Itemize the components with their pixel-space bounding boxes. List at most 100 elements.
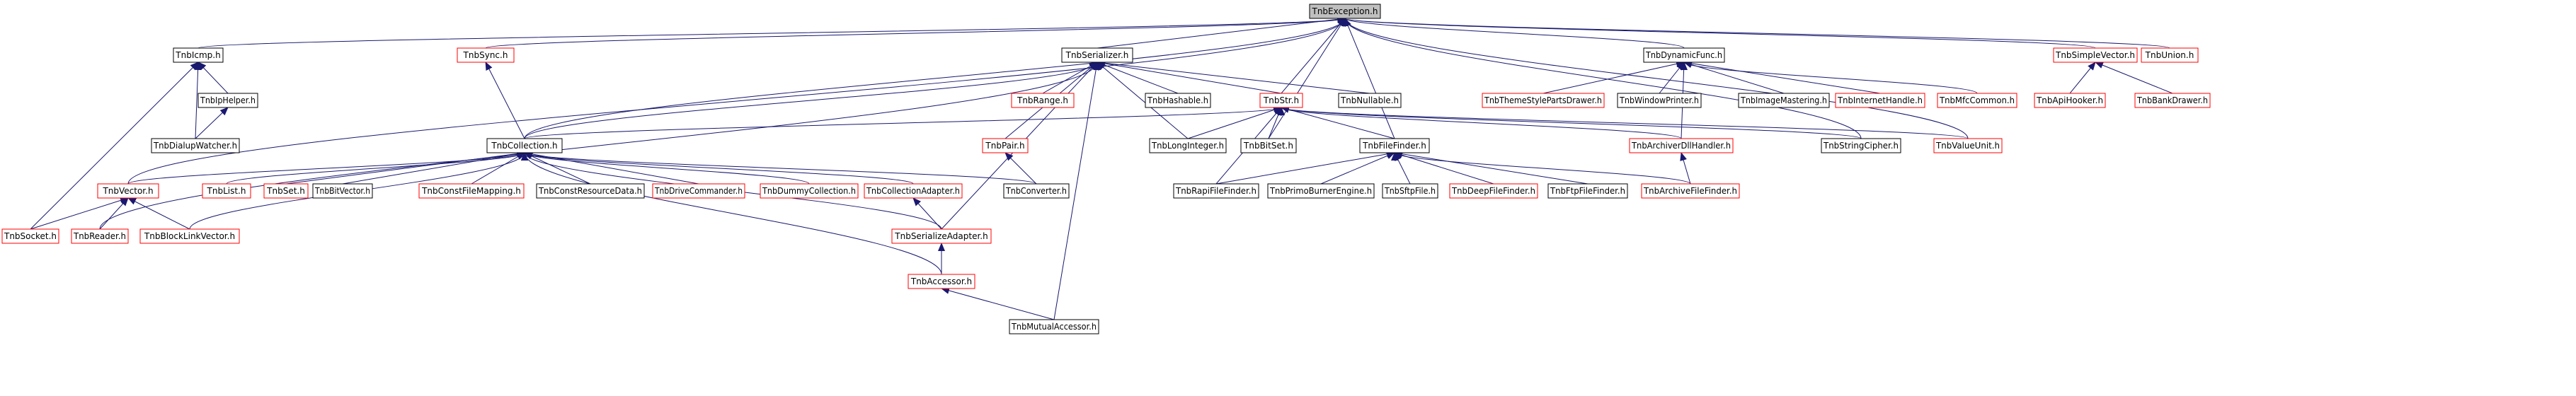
node-stringcipher-box (1821, 138, 1901, 153)
node-longinteger-box (1149, 138, 1227, 153)
node-archivedllhandler[interactable]: TnbArchiverDllHandler.h (1629, 138, 1734, 153)
node-constfilemapping[interactable]: TnbConstFileMapping.h (418, 183, 525, 199)
edge-socket-to-icmp (30, 62, 199, 230)
node-sftpfile-box (1382, 183, 1438, 199)
node-serializeadapter-label: TnbSerializeAdapter.h (894, 231, 988, 241)
edge-longinteger-to-serializer (1097, 62, 1189, 139)
node-archivefilefinder-label: TnbArchiveFileFinder.h (1643, 186, 1737, 196)
edge-hashable-to-serializer (1097, 62, 1179, 94)
edge-imagemastering-to-dynamicfunc (1683, 61, 1785, 94)
node-mfccommon-label: TnbMfcCommon.h (1939, 95, 2015, 105)
node-reader-label: TnbReader.h (73, 231, 126, 241)
edge-stringcipher-to-exception (1341, 18, 1862, 139)
node-constresourcedata[interactable]: TnbConstResourceData.h (536, 183, 645, 199)
node-constresourcedata-box (536, 183, 645, 199)
edge-mutualaccessor-to-serializer (1053, 62, 1100, 320)
edge-sync-to-exception (485, 18, 1349, 49)
node-valueunit[interactable]: TnbValueUnit.h (1933, 138, 2003, 153)
node-str[interactable]: TnbStr.h (1259, 93, 1303, 108)
node-collectionadapter[interactable]: TnbCollectionAdapter.h (864, 183, 963, 199)
node-imagemastering[interactable]: TnbImageMastering.h (1738, 93, 1830, 108)
node-dynamicfunc[interactable]: TnbDynamicFunc.h (1643, 47, 1725, 63)
node-archivefilefinder[interactable]: TnbArchiveFileFinder.h (1641, 183, 1740, 199)
edge-bitvector-to-collection (342, 150, 525, 185)
node-accessor[interactable]: TnbAccessor.h (908, 274, 975, 289)
edge-str-to-serializer (1097, 59, 1282, 94)
node-apihooker[interactable]: TnbApiHooker.h (2034, 93, 2106, 108)
node-deepfilefinder[interactable]: TnbDeepFileFinder.h (1449, 183, 1538, 199)
node-bitset-box (1240, 138, 1297, 153)
node-bitvector-label: TnbBitVector.h (314, 186, 370, 196)
node-serializeadapter[interactable]: TnbSerializeAdapter.h (891, 228, 992, 244)
node-range[interactable]: TnbRange.h (1011, 93, 1075, 108)
edge-constresourcedata-to-collection (524, 152, 591, 185)
node-ftpfilefinder[interactable]: TnbFtpFileFinder.h (1547, 183, 1628, 199)
edge-vector-to-collection (127, 152, 528, 185)
node-apihooker-box (2034, 93, 2106, 108)
node-set-box (263, 183, 309, 199)
edge-collection-to-sync (485, 62, 525, 139)
node-mutualaccessor-label: TnbMutualAccessor.h (1011, 322, 1097, 332)
node-bitset[interactable]: TnbBitSet.h (1240, 138, 1297, 153)
node-union[interactable]: TnbUnion.h (2141, 47, 2199, 63)
node-serializeadapter-box (891, 228, 992, 244)
node-windowprinter[interactable]: TnbWindowPrinter.h (1617, 93, 1702, 108)
node-set[interactable]: TnbSet.h (263, 183, 309, 199)
node-sftpfile[interactable]: TnbSftpFile.h (1382, 183, 1438, 199)
node-hashable-label: TnbHashable.h (1147, 95, 1208, 105)
node-primoburner[interactable]: TnbPrimoBurnerEngine.h (1267, 183, 1375, 199)
node-deepfilefinder-label: TnbDeepFileFinder.h (1451, 186, 1535, 196)
edge-iphelper-to-icmp (198, 62, 229, 94)
node-rapifilefinder[interactable]: TnbRapiFileFinder.h (1173, 183, 1259, 199)
node-pair[interactable]: TnbPair.h (982, 138, 1029, 153)
node-union-box (2141, 47, 2199, 63)
node-filefinder[interactable]: TnbFileFinder.h (1359, 138, 1430, 153)
node-internethandle[interactable]: TnbInternetHandle.h (1835, 93, 1925, 108)
node-rapifilefinder-box (1173, 183, 1259, 199)
node-imagemastering-label: TnbImageMastering.h (1740, 95, 1827, 105)
node-exception-label: TnbException.h (1311, 6, 1378, 16)
node-archivedllhandler-box (1629, 138, 1734, 153)
node-nullable[interactable]: TnbNullable.h (1338, 93, 1402, 108)
node-sync[interactable]: TnbSync.h (457, 47, 515, 63)
node-converter[interactable]: TnbConverter.h (1003, 183, 1070, 199)
edge-dialupwatcher-to-iphelper (195, 107, 229, 139)
node-pair-box (982, 138, 1029, 153)
node-icmp[interactable]: TnbIcmp.h (173, 47, 224, 63)
edge-bitset-to-str (1268, 107, 1282, 139)
edge-archivefilefinder-to-filefinder (1391, 152, 1691, 185)
node-stringcipher[interactable]: TnbStringCipher.h (1821, 138, 1901, 153)
node-collection[interactable]: TnbCollection.h (486, 138, 563, 153)
node-mutualaccessor[interactable]: TnbMutualAccessor.h (1009, 319, 1099, 334)
node-socket[interactable]: TnbSocket.h (1, 228, 59, 244)
node-collection-box (486, 138, 563, 153)
node-longinteger[interactable]: TnbLongInteger.h (1149, 138, 1227, 153)
node-filefinder-box (1359, 138, 1430, 153)
node-list[interactable]: TnbList.h (202, 183, 251, 199)
node-hashable[interactable]: TnbHashable.h (1145, 93, 1211, 108)
node-drivecommander[interactable]: TnbDriveCommander.h (652, 183, 745, 199)
node-stringcipher-label: TnbStringCipher.h (1823, 141, 1899, 151)
node-blocklinkvector[interactable]: TnbBlockLinkVector.h (139, 228, 240, 244)
node-dummycollection[interactable]: TnbDummyCollection.h (760, 183, 859, 199)
node-valueunit-box (1933, 138, 2003, 153)
edge-collection-to-serializer (524, 62, 1101, 139)
node-collectionadapter-box (864, 183, 963, 199)
node-bitvector[interactable]: TnbBitVector.h (312, 183, 373, 199)
node-serializer[interactable]: TnbSerializer.h (1061, 47, 1133, 63)
node-themestyle[interactable]: TnbThemeStylePartsDrawer.h (1482, 93, 1605, 108)
node-bitvector-box (312, 183, 373, 199)
node-windowprinter-label: TnbWindowPrinter.h (1619, 95, 1699, 105)
node-iphelper[interactable]: TnbIpHelper.h (198, 93, 258, 108)
node-bankdrawer[interactable]: TnbBankDrawer.h (2134, 93, 2211, 108)
edge-range-to-serializer (1042, 62, 1098, 94)
node-reader[interactable]: TnbReader.h (71, 228, 129, 244)
edge-serializer-to-exception (1097, 16, 1346, 49)
node-dialupwatcher[interactable]: TnbDialupWatcher.h (151, 138, 240, 153)
node-vector[interactable]: TnbVector.h (97, 183, 159, 199)
node-simplevector-box (2053, 47, 2138, 63)
node-exception[interactable]: TnbException.h (1309, 4, 1381, 19)
node-simplevector[interactable]: TnbSimpleVector.h (2053, 47, 2138, 63)
node-mfccommon[interactable]: TnbMfcCommon.h (1937, 93, 2017, 108)
